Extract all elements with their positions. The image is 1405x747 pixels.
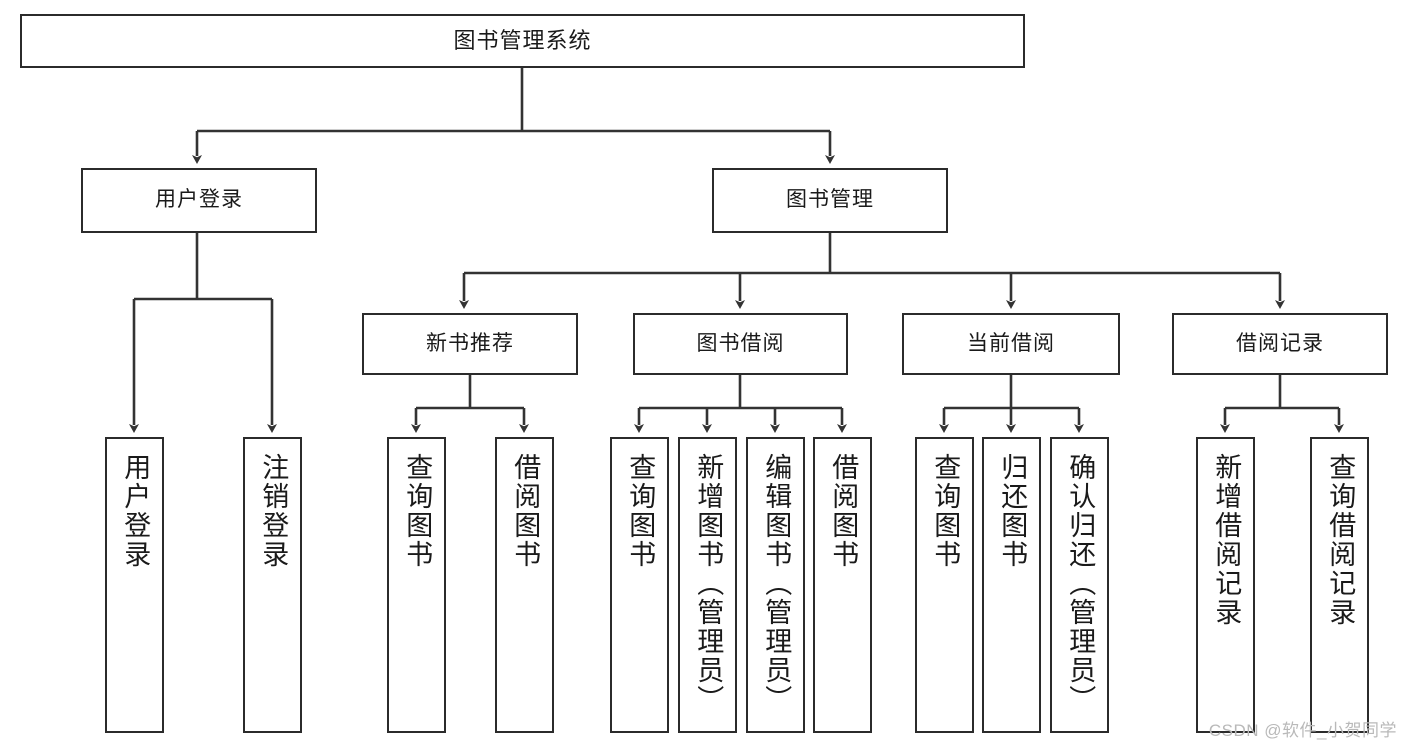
leaf-user-login-login[interactable]: 用户登录 xyxy=(105,437,164,733)
node-borrow-record[interactable]: 借阅记录 xyxy=(1172,313,1388,375)
node-label: 新书推荐 xyxy=(426,331,514,355)
node-label: 查询借阅记录 xyxy=(1325,453,1356,627)
leaf-borrow-record-query-record[interactable]: 查询借阅记录 xyxy=(1310,437,1369,733)
node-label: 查询图书 xyxy=(625,453,656,569)
node-label: 归还图书 xyxy=(997,453,1028,569)
node-label: 查询图书 xyxy=(402,453,433,569)
leaf-current-borrow-confirm-return-admin[interactable]: 确认归还（管理员） xyxy=(1050,437,1109,733)
node-book-borrow[interactable]: 图书借阅 xyxy=(633,313,848,375)
node-label: 图书管理系统 xyxy=(453,28,592,54)
node-label: 图书管理 xyxy=(786,188,874,212)
node-user-login[interactable]: 用户登录 xyxy=(81,168,317,233)
leaf-book-borrow-add-book-admin[interactable]: 新增图书（管理员） xyxy=(678,437,737,733)
leaf-borrow-record-add-record[interactable]: 新增借阅记录 xyxy=(1196,437,1255,733)
node-label: 用户登录 xyxy=(120,453,151,569)
node-label: 用户登录 xyxy=(155,188,243,212)
node-new-book-recommend[interactable]: 新书推荐 xyxy=(362,313,578,375)
leaf-book-borrow-query-book[interactable]: 查询图书 xyxy=(610,437,669,733)
node-current-borrow[interactable]: 当前借阅 xyxy=(902,313,1120,375)
node-book-management[interactable]: 图书管理 xyxy=(712,168,948,233)
node-label: 编辑图书（管理员） xyxy=(761,453,792,714)
node-label: 新增图书（管理员） xyxy=(693,453,724,714)
node-label: 确认归还（管理员） xyxy=(1065,453,1096,714)
leaf-book-borrow-borrow-book[interactable]: 借阅图书 xyxy=(813,437,872,733)
watermark-text: CSDN @软件_小贺同学 xyxy=(1208,721,1397,740)
node-label: 注销登录 xyxy=(258,453,289,569)
node-label: 新增借阅记录 xyxy=(1211,453,1242,627)
node-label: 借阅记录 xyxy=(1236,331,1324,355)
node-label: 当前借阅 xyxy=(967,331,1055,355)
node-label: 借阅图书 xyxy=(510,453,541,569)
leaf-user-login-logout[interactable]: 注销登录 xyxy=(243,437,302,733)
leaf-current-borrow-return-book[interactable]: 归还图书 xyxy=(982,437,1041,733)
leaf-book-borrow-edit-book-admin[interactable]: 编辑图书（管理员） xyxy=(746,437,805,733)
leaf-new-book-borrow-book[interactable]: 借阅图书 xyxy=(495,437,554,733)
leaf-current-borrow-query-book[interactable]: 查询图书 xyxy=(915,437,974,733)
node-root-book-management-system[interactable]: 图书管理系统 xyxy=(20,14,1025,68)
node-label: 图书借阅 xyxy=(696,331,785,355)
node-label: 查询图书 xyxy=(930,453,961,569)
node-label: 借阅图书 xyxy=(828,453,859,569)
leaf-new-book-query-book[interactable]: 查询图书 xyxy=(387,437,446,733)
